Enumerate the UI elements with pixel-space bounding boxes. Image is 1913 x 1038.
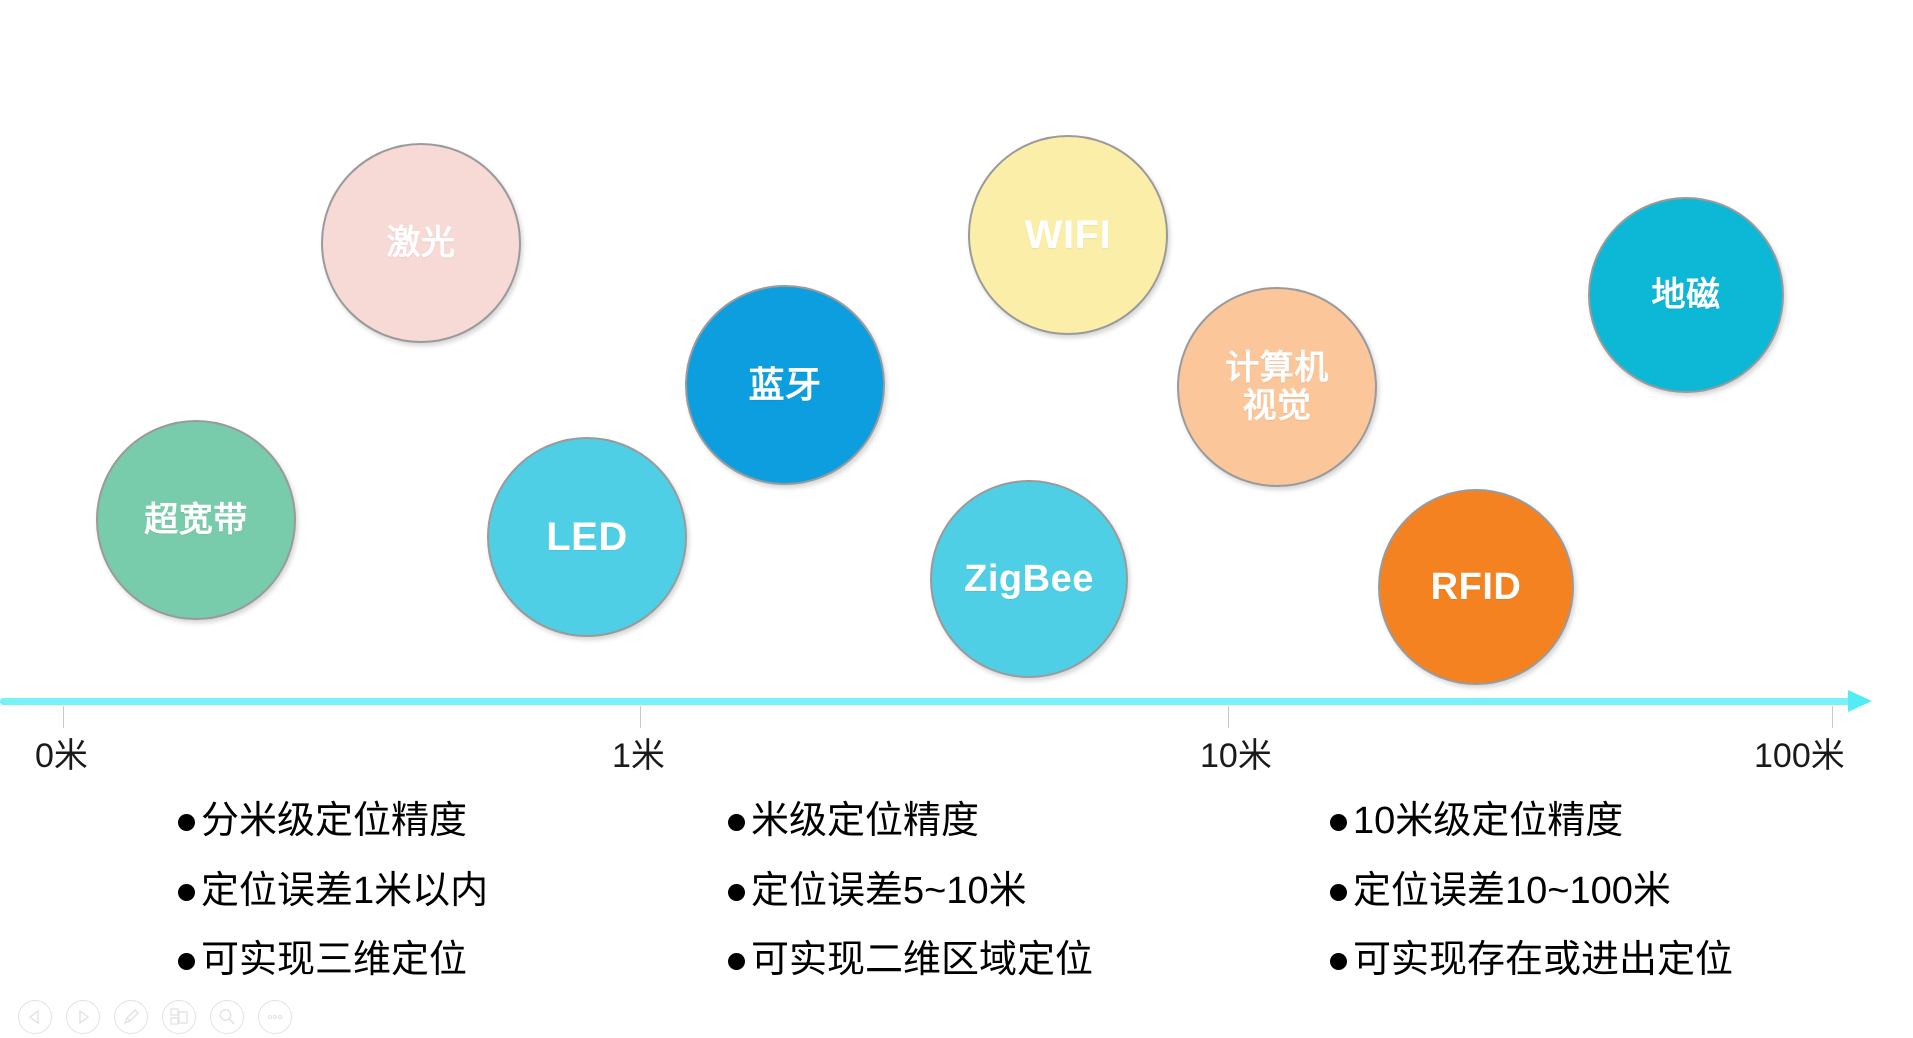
axis-tick-mark (63, 706, 64, 728)
bullet-text: 定位误差1米以内 (201, 869, 489, 912)
bullet-column-meter-accuracy: 米级定位精度定位误差5~10米可实现二维区域定位 (728, 800, 1093, 1009)
bullet-text: 分米级定位精度 (201, 800, 468, 842)
bubble-uwb[interactable]: 超宽带 (96, 420, 296, 620)
bullet-column-ten-meter-accuracy: 10米级定位精度定位误差10~100米可实现存在或进出定位 (1330, 800, 1733, 1009)
axis-tick-label: 10米 (1200, 737, 1272, 775)
timeline-axis (0, 690, 1913, 712)
triangle-right-icon (74, 1008, 92, 1026)
bullet-dot-icon (728, 883, 745, 901)
bullet-text: 可实现存在或进出定位 (1353, 939, 1734, 982)
bubble-led[interactable]: LED (487, 437, 687, 637)
bullet-item: 可实现三维定位 (178, 939, 488, 983)
zoom-tool-button[interactable] (210, 1000, 244, 1034)
bubble-rfid[interactable]: RFID (1378, 489, 1574, 685)
pen-tool-button[interactable] (114, 1000, 148, 1034)
bubble-bluetooth[interactable]: 蓝牙 (685, 285, 885, 485)
bullet-item: 可实现二维区域定位 (728, 939, 1093, 983)
bullet-dot-icon (728, 814, 745, 831)
bubble-label: 蓝牙 (748, 363, 822, 405)
bullet-dot-icon (728, 953, 745, 971)
bubble-zigbee[interactable]: ZigBee (930, 480, 1128, 678)
bubble-label: ZigBee (964, 557, 1094, 600)
bubble-label: LED (546, 514, 628, 559)
next-slide-button[interactable] (66, 1000, 100, 1034)
presentation-toolbar[interactable] (18, 1000, 292, 1034)
grid-slides-icon (169, 1007, 189, 1027)
axis-tick-mark (1228, 706, 1229, 728)
axis-line (0, 698, 1855, 705)
slide-grid-button[interactable] (162, 1000, 196, 1034)
axis-arrow-icon (1848, 690, 1872, 712)
bullet-item: 分米级定位精度 (178, 800, 488, 844)
axis-tick-label: 0米 (35, 737, 88, 775)
bullet-dot-icon (1330, 883, 1347, 901)
bullet-item: 定位误差1米以内 (178, 870, 488, 914)
bullet-text: 可实现三维定位 (201, 939, 468, 982)
bubble-label: 激光 (386, 223, 456, 262)
axis-tick-label: 1米 (612, 737, 665, 775)
bullet-dot-icon (178, 814, 195, 831)
bullet-item: 定位误差10~100米 (1330, 870, 1733, 914)
bubble-computer-vision[interactable]: 计算机 视觉 (1177, 287, 1377, 487)
bubble-label: RFID (1430, 565, 1522, 608)
previous-slide-button[interactable] (18, 1000, 52, 1034)
magnifier-icon (217, 1007, 237, 1027)
bullet-text: 定位误差5~10米 (751, 869, 1027, 912)
axis-tick-mark (1832, 706, 1833, 728)
bullet-item: 可实现存在或进出定位 (1330, 939, 1733, 983)
bubble-wifi[interactable]: WIFI (968, 135, 1168, 335)
bubble-geomagnetic[interactable]: 地磁 (1588, 197, 1784, 393)
bullet-dot-icon (1330, 814, 1347, 831)
bubble-label: 计算机 视觉 (1225, 348, 1329, 425)
bullet-item: 米级定位精度 (728, 800, 1093, 844)
bullet-text: 米级定位精度 (751, 800, 980, 842)
bullet-item: 定位误差5~10米 (728, 870, 1093, 914)
bullet-dot-icon (178, 953, 195, 971)
axis-tick-label: 100米 (1754, 737, 1845, 775)
more-options-button[interactable] (258, 1000, 292, 1034)
bullet-dot-icon (1330, 953, 1347, 971)
bubble-label: 超宽带 (144, 500, 248, 539)
pen-icon (121, 1007, 141, 1027)
bubble-laser[interactable]: 激光 (321, 143, 521, 343)
bubble-label: 地磁 (1651, 275, 1721, 314)
bullet-item: 10米级定位精度 (1330, 800, 1733, 844)
bullet-column-decimeter-accuracy: 分米级定位精度定位误差1米以内可实现三维定位 (178, 800, 488, 1009)
bullet-dot-icon (178, 883, 195, 901)
bullet-text: 可实现二维区域定位 (751, 939, 1094, 982)
triangle-left-icon (26, 1008, 44, 1026)
bullet-text: 10米级定位精度 (1353, 800, 1624, 842)
bullet-text: 定位误差10~100米 (1353, 869, 1671, 912)
axis-tick-mark (640, 706, 641, 728)
bubble-label: WIFI (1024, 212, 1112, 257)
ellipsis-icon (265, 1007, 285, 1027)
